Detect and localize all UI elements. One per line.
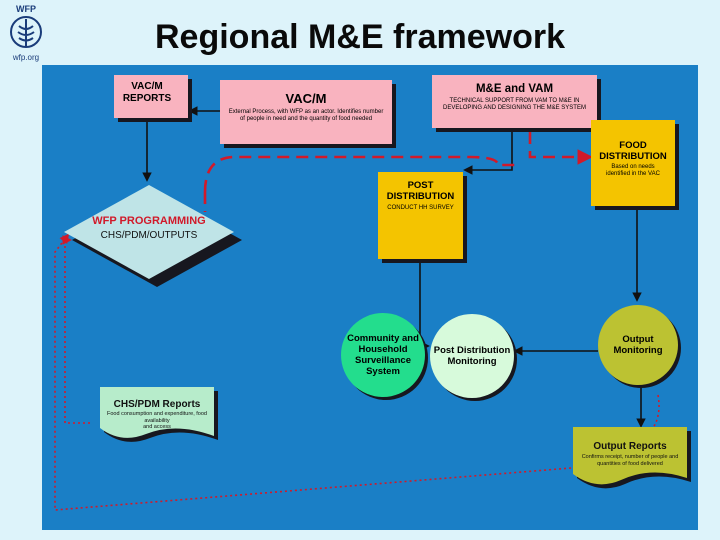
- wfp-logo: WFP wfp.org: [4, 4, 48, 62]
- wheat-icon: [10, 16, 42, 48]
- community-surveillance-circle: Community and Household Surveillance Sys…: [341, 313, 425, 397]
- output-reports-title: Output Reports: [593, 441, 667, 452]
- output-monitoring-circle: Output Monitoring: [598, 305, 678, 385]
- post-distribution-title: POST DISTRIBUTION: [386, 180, 455, 202]
- me-vam-title: M&E and VAM: [475, 83, 554, 95]
- me-vam-desc: TECHNICAL SUPPORT FROM VAM TO M&E IN DEV…: [443, 98, 586, 111]
- vacm-reports-label: VAC/M REPORTS: [122, 81, 172, 104]
- community-surveillance-label: Community and Household Surveillance Sys…: [347, 333, 419, 377]
- wfp-programming-sub: CHS/PDM/OUTPUTS: [100, 230, 198, 241]
- food-distribution-box: FOOD DISTRIBUTION Based on needs identif…: [591, 120, 675, 206]
- chs-pdm-reports-title: CHS/PDM Reports: [113, 399, 201, 410]
- wfp-programming-title: WFP PROGRAMMING: [92, 215, 206, 227]
- vacm-box: VAC/M External Process, with WFP as an a…: [220, 80, 392, 144]
- vacm-reports-box: VAC/M REPORTS: [114, 75, 188, 118]
- food-distribution-desc: Based on needs identified in the VAC: [606, 164, 660, 177]
- chs-pdm-reports-desc: Food consumption and expenditure, food a…: [107, 411, 207, 424]
- vacm-title: VAC/M: [285, 91, 327, 106]
- output-reports-desc: Confirms receipt, number of people and q…: [581, 454, 679, 467]
- dotted-feedback-right: [649, 394, 660, 433]
- post-distribution-desc: CONDUCT HH SURVEY: [387, 205, 454, 211]
- me-vam-box: M&E and VAM TECHNICAL SUPPORT FROM VAM T…: [432, 75, 597, 128]
- chs-pdm-reports-shape: [100, 387, 214, 438]
- page-title: Regional M&E framework: [155, 18, 565, 56]
- wfp-programming-diamond: [64, 185, 234, 279]
- output-reports-shape: [573, 427, 687, 485]
- pdm-circle: Post Distribution Monitoring: [430, 314, 514, 398]
- dashed-loop-top: [203, 155, 520, 193]
- food-distribution-title: FOOD DISTRIBUTION: [599, 140, 667, 162]
- vacm-desc: External Process, with WFP as an actor. …: [228, 109, 384, 122]
- dotted-feedback-bottom: [54, 233, 572, 511]
- pdm-label: Post Distribution Monitoring: [433, 345, 511, 367]
- dashed-me-to-food: [528, 113, 594, 165]
- dotted-feedback-left: [62, 235, 90, 424]
- chs-pdm-reports-desc2: and access: [143, 424, 171, 430]
- logo-top-text: WFP: [16, 4, 36, 14]
- logo-bottom-text: wfp.org: [12, 53, 40, 62]
- output-monitoring-label: Output Monitoring: [613, 334, 663, 356]
- post-distribution-box: POST DISTRIBUTION CONDUCT HH SURVEY: [378, 172, 463, 259]
